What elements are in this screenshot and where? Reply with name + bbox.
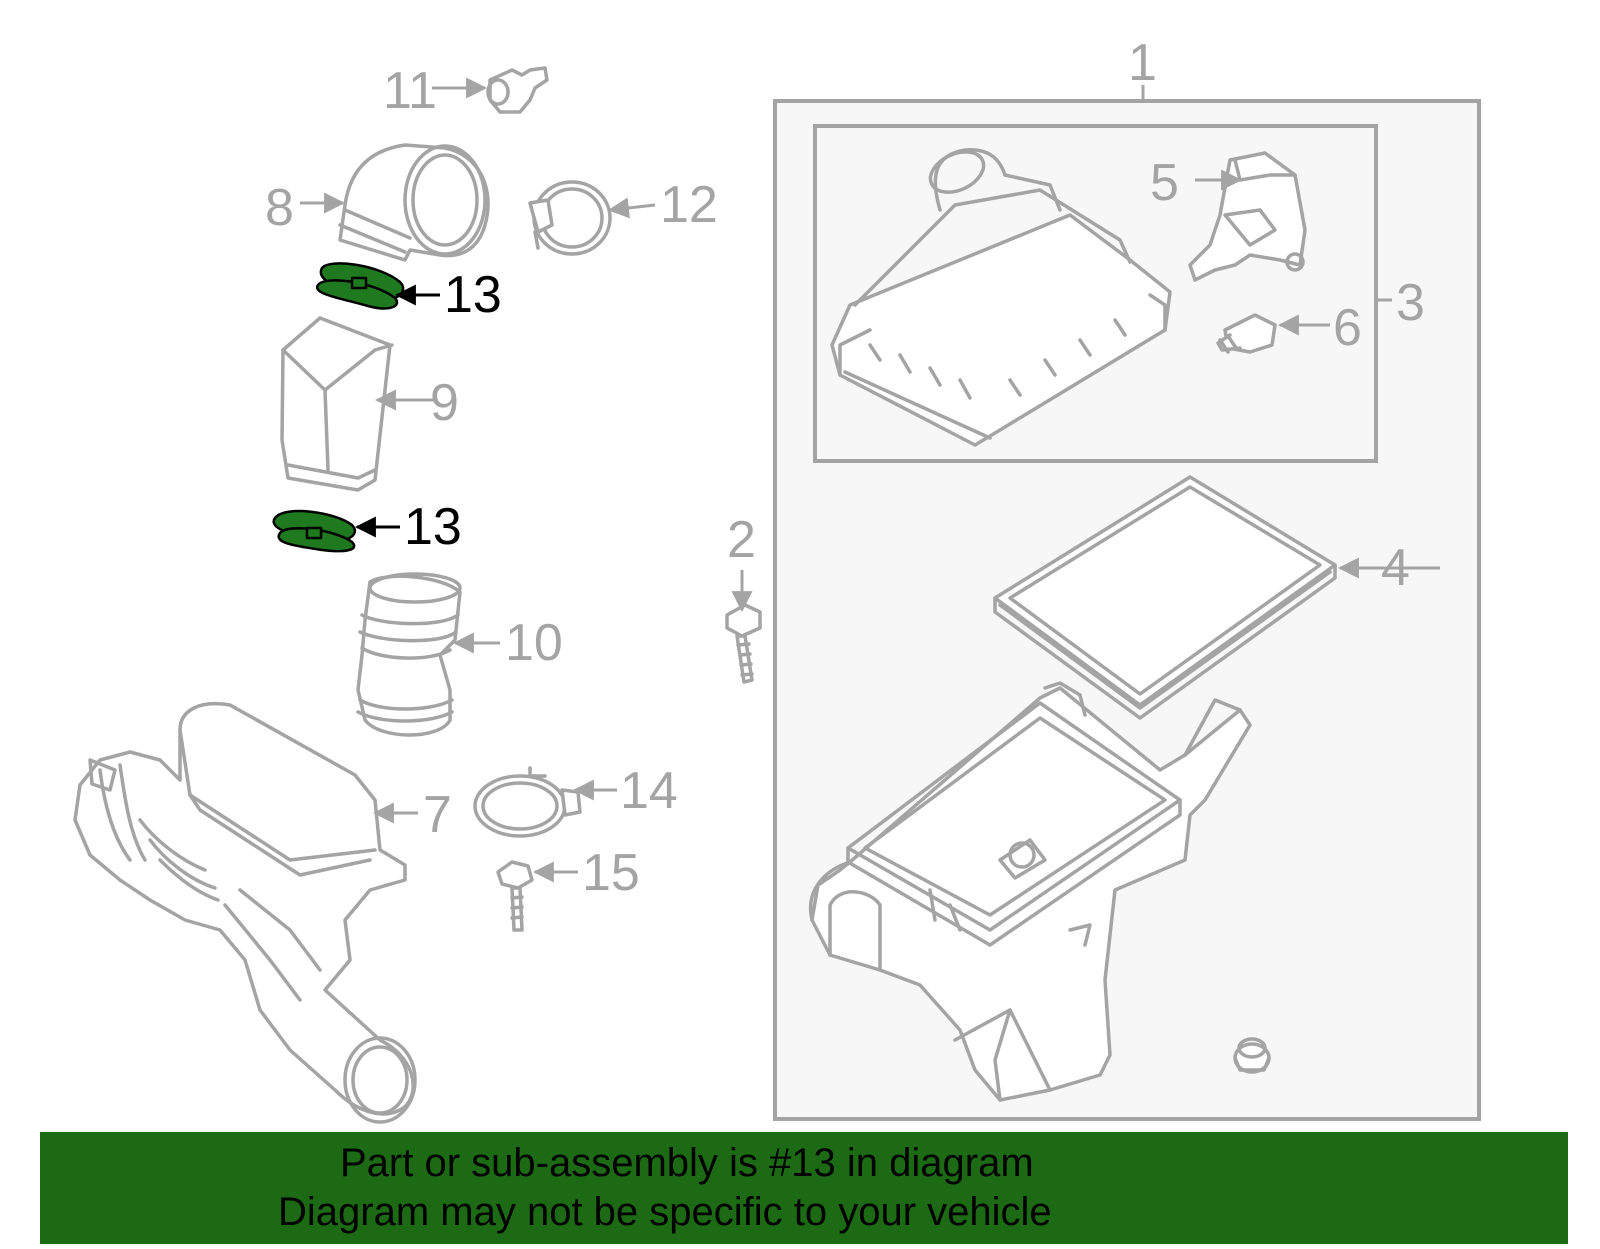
callout-6: 6 — [1333, 299, 1362, 357]
callout-15: 15 — [582, 844, 640, 902]
banner-line-disclaimer: Diagram may not be specific to your vehi… — [278, 1190, 1052, 1234]
intake-duct — [280, 316, 394, 492]
callout-1: 1 — [1128, 34, 1157, 92]
banner-line-part-info: Part or sub-assembly is #13 in diagram — [340, 1141, 1034, 1185]
info-banner: Part or sub-assembly is #13 in diagram D… — [40, 1132, 1568, 1244]
callout-8: 8 — [265, 179, 294, 237]
callout-4: 4 — [1381, 539, 1410, 597]
intake-elbow-hose — [338, 143, 490, 262]
callout-9: 9 — [430, 374, 459, 432]
callout-11: 11 — [383, 62, 437, 120]
clamp-13-upper — [315, 262, 405, 310]
resonator-bolt — [496, 860, 534, 932]
callout-7: 7 — [423, 786, 452, 844]
callout-3: 3 — [1396, 274, 1425, 332]
clamp-13-lower — [272, 509, 356, 553]
callout-10: 10 — [505, 614, 563, 672]
air-cleaner-case — [808, 681, 1252, 1102]
grommet — [1233, 1037, 1271, 1074]
callout-5: 5 — [1150, 154, 1179, 212]
case-bolt — [725, 603, 762, 684]
callout-13-lower: 13 — [404, 498, 462, 556]
callout-14: 14 — [620, 762, 678, 820]
callout-numbers: 1 2 3 4 5 6 7 8 9 10 11 12 13 13 14 15 — [265, 34, 1425, 902]
callout-12: 12 — [660, 176, 718, 234]
leader-lines — [300, 77, 1440, 883]
hose-clamp-lower — [473, 766, 582, 838]
intake-bellows-hose — [356, 572, 462, 737]
air-cleaner-cap — [830, 148, 1172, 447]
callout-13-upper: 13 — [444, 266, 502, 324]
callout-2: 2 — [727, 511, 756, 569]
leader-12 — [607, 197, 656, 219]
hose-clamp-upper — [528, 180, 612, 256]
intake-temp-sensor — [486, 66, 549, 114]
air-inlet-resonator — [73, 702, 417, 1124]
air-filter-element — [993, 475, 1337, 720]
sensor-screw — [1216, 313, 1277, 354]
